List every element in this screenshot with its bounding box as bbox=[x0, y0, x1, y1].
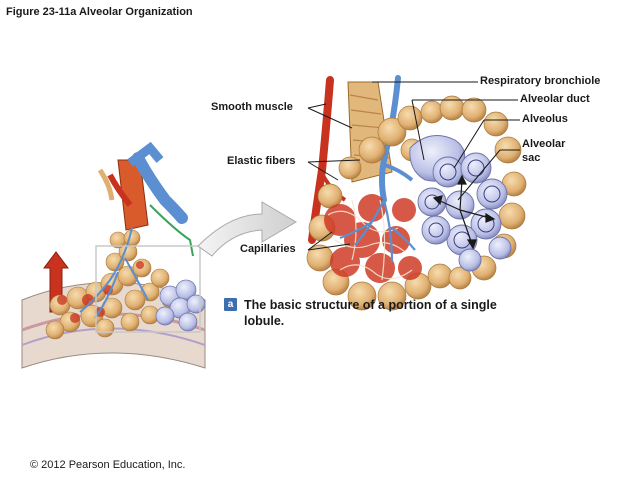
overview-lobule-illustration bbox=[21, 141, 206, 369]
magnification-arrow bbox=[197, 201, 297, 257]
leader-lines bbox=[307, 81, 520, 251]
caption-text: The basic structure of a portion of a si… bbox=[244, 298, 497, 328]
label-alveolus: Alveolus bbox=[522, 113, 568, 125]
label-elastic-fibers: Elastic fibers bbox=[227, 155, 296, 167]
copyright-notice: © 2012 Pearson Education, Inc. bbox=[30, 459, 186, 471]
figure-title: Figure 23-11a Alveolar Organization bbox=[6, 6, 193, 18]
label-alveolar-sac-line2: sac bbox=[522, 152, 541, 164]
label-respiratory-bronchiole: Respiratory bronchiole bbox=[480, 75, 601, 87]
label-alveolar-sac-line1: Alveolar bbox=[522, 138, 566, 150]
label-capillaries: Capillaries bbox=[240, 243, 296, 255]
detailed-lobule-illustration bbox=[306, 75, 527, 311]
caption-badge: a bbox=[224, 298, 237, 311]
label-alveolar-duct: Alveolar duct bbox=[520, 93, 590, 105]
label-smooth-muscle: Smooth muscle bbox=[211, 101, 293, 113]
